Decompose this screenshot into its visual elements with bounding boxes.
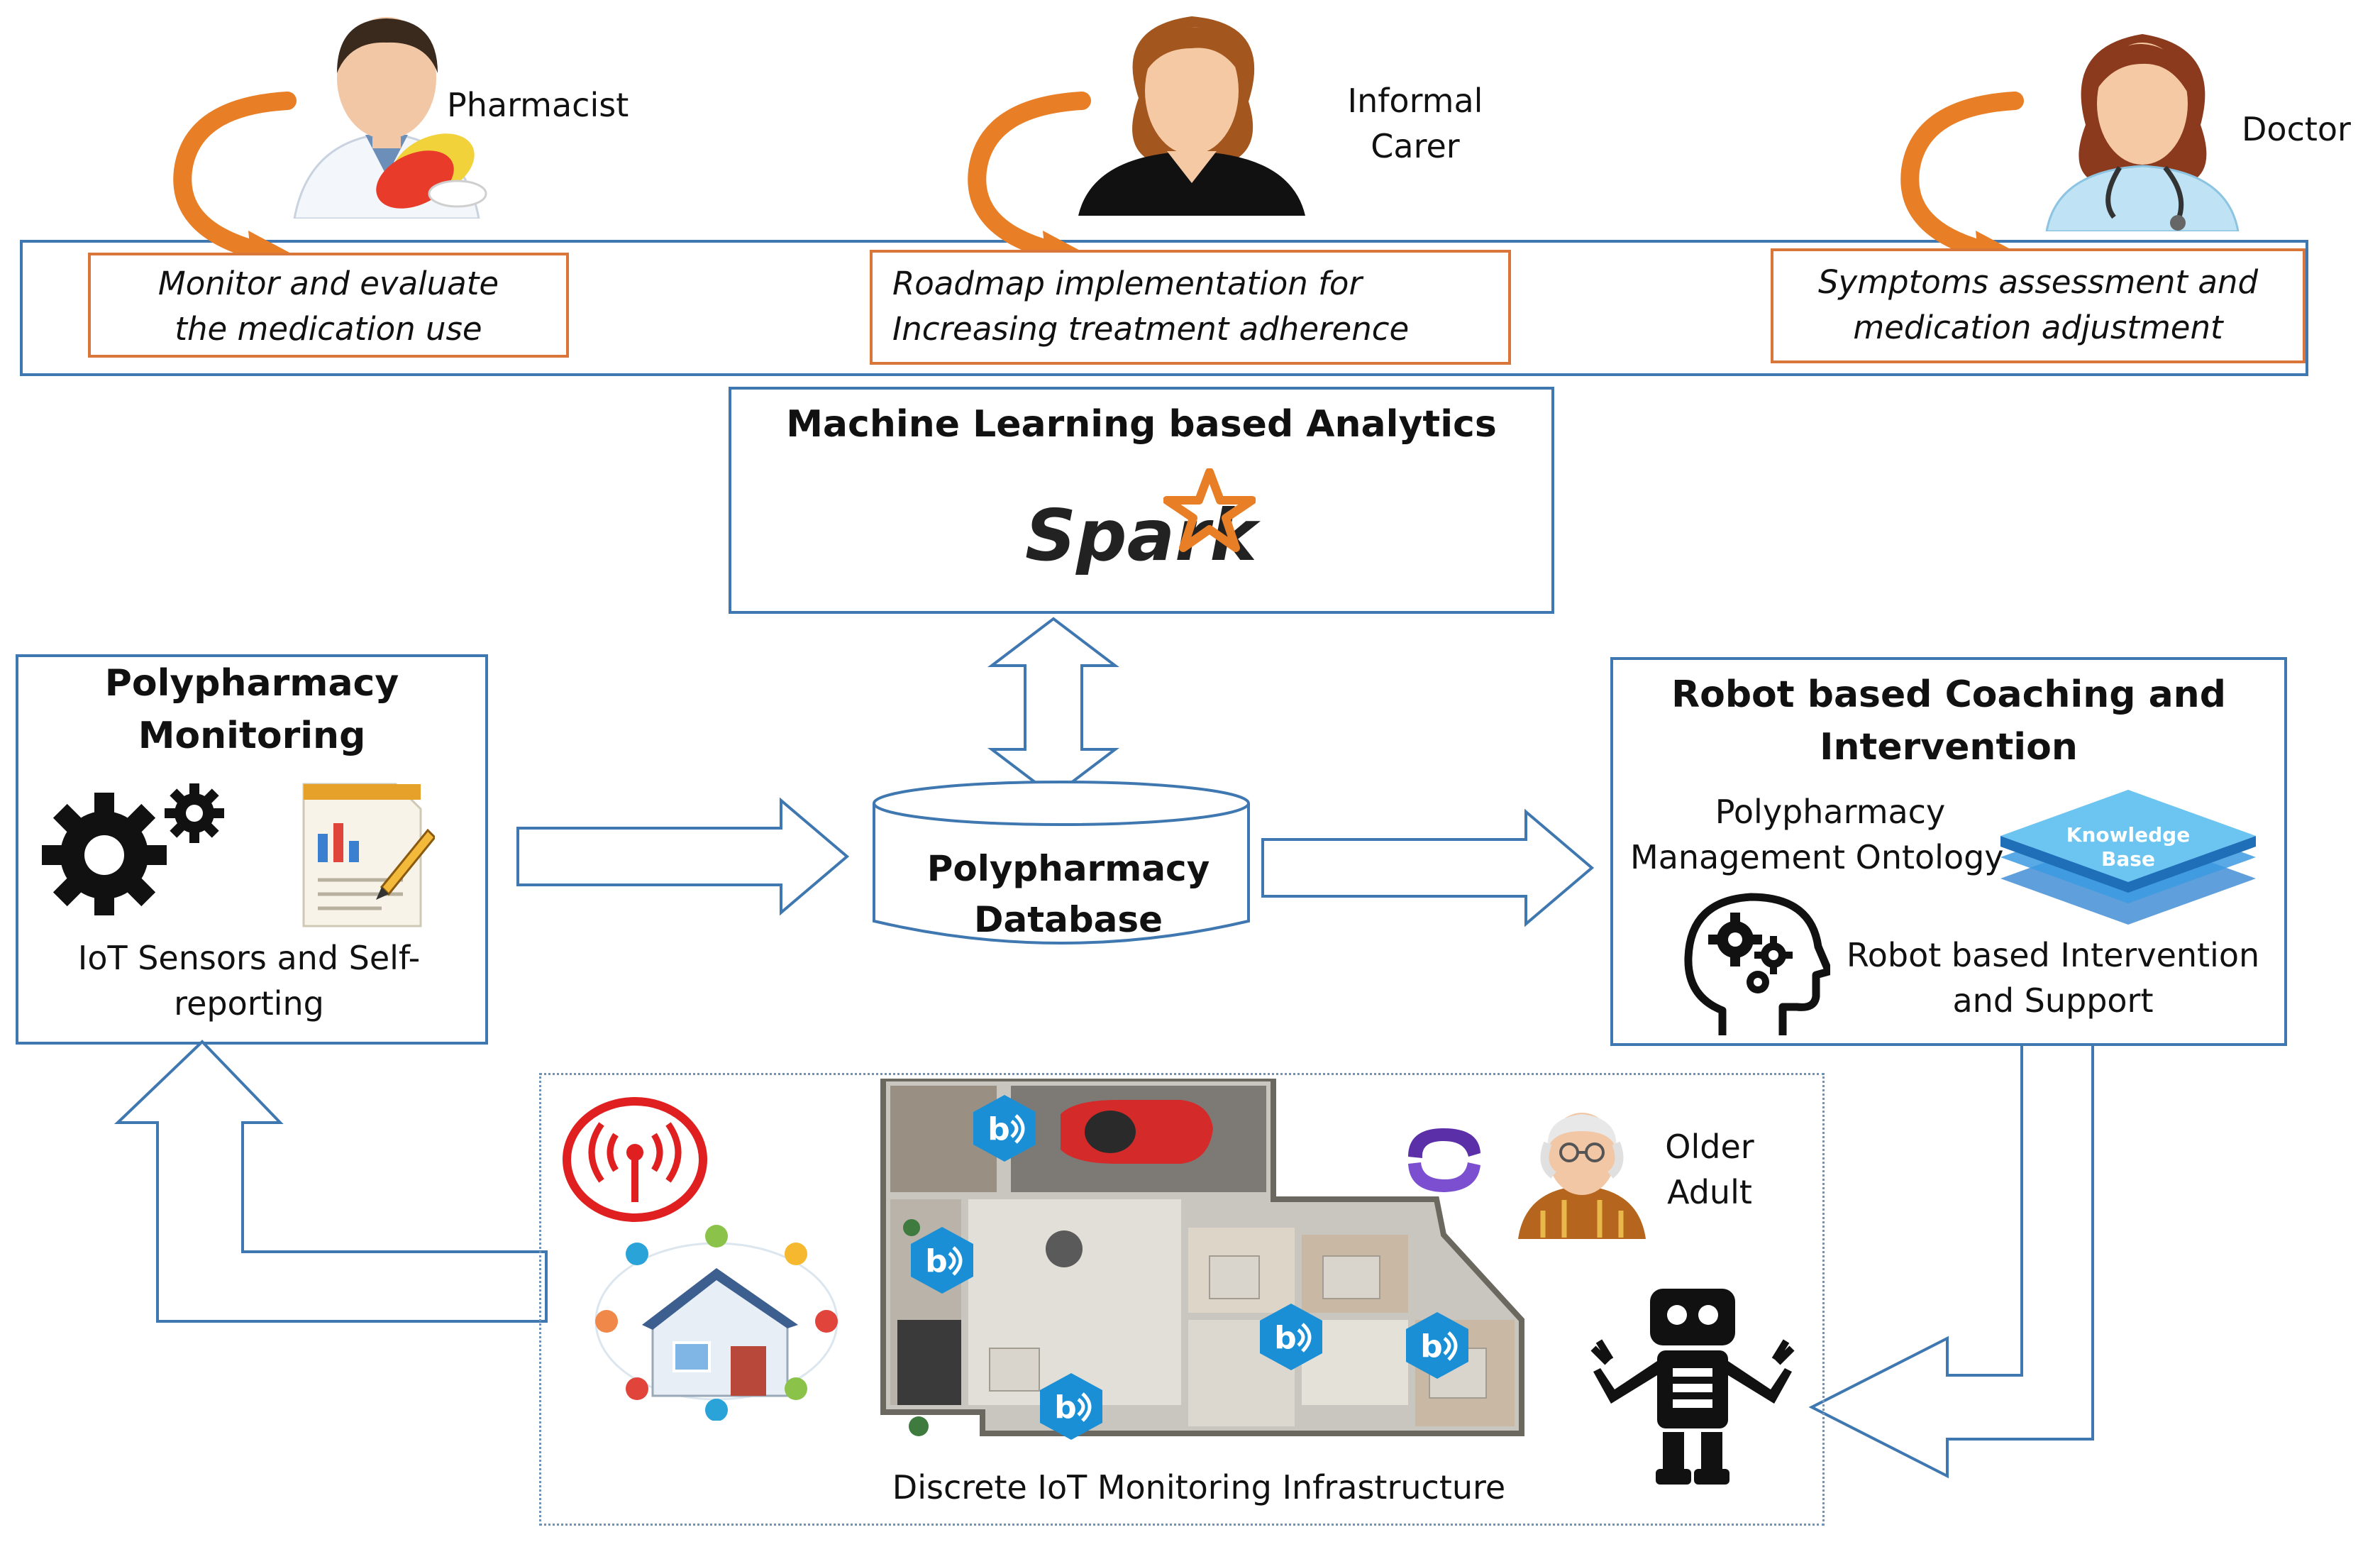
- robot-support-label-line2: and Support: [1952, 981, 2154, 1020]
- knowledge-base-label-line2: Base: [2101, 847, 2155, 871]
- monitoring-caption-line1: IoT Sensors and Self-: [77, 939, 421, 977]
- spark-star-icon: [1163, 468, 1256, 552]
- wearable-band-icon: [1408, 1128, 1480, 1192]
- robot-title-line2: Intervention: [1820, 726, 2078, 769]
- doctor-task-line2: medication adjustment: [1853, 309, 2223, 346]
- roles-banner: [20, 240, 2308, 376]
- arrow-database-to-robot: [1261, 808, 1595, 927]
- beacon-icon: b: [1406, 1312, 1468, 1379]
- gears-icon: [42, 783, 224, 915]
- arrow-coaching-to-robot: [1809, 1043, 2094, 1479]
- report-document-icon: [302, 783, 435, 927]
- arrow-monitoring-to-database: [516, 797, 850, 916]
- informal-carer-icon: [1078, 16, 1305, 216]
- infrastructure-box: [539, 1073, 1825, 1526]
- beacon-glyph: b: [1420, 1328, 1443, 1365]
- analytics-box: Machine Learning based Analytics: [729, 387, 1554, 614]
- double-arrow-analytics-database: [987, 617, 1119, 798]
- arrow-infrastructure-to-monitoring: [114, 1040, 548, 1323]
- beacon-icon: b: [973, 1095, 1036, 1162]
- robot-icon: [1590, 1289, 1795, 1485]
- older-adult-icon: [1518, 1113, 1646, 1239]
- beacon-icon: b: [1260, 1304, 1322, 1370]
- brain-gears-head-icon: [1684, 893, 1830, 1035]
- pharmacist-icon: [293, 17, 487, 219]
- knowledge-base-icon: [2000, 790, 2256, 925]
- beacon-glyph: b: [925, 1243, 948, 1279]
- beacon-icon: b: [911, 1227, 973, 1294]
- pharmacist-task-line1: Monitor and evaluate: [157, 265, 499, 302]
- doctor-label: Doctor: [2242, 110, 2351, 148]
- beacon-glyph: b: [1274, 1320, 1297, 1356]
- monitoring-title-line2: Monitoring: [138, 715, 366, 757]
- ontology-label-line2: Management Ontology: [1630, 838, 2004, 876]
- older-adult-label-line1: Older: [1665, 1128, 1754, 1166]
- monitoring-title-line1: Polypharmacy: [104, 662, 399, 705]
- beacon-glyph: b: [987, 1111, 1010, 1147]
- database-title-line1: Polypharmacy: [926, 848, 1210, 889]
- floor-plan-image: [880, 1079, 1524, 1436]
- smart-home-icon: [594, 1225, 838, 1421]
- beacon-glyph: b: [1054, 1389, 1077, 1426]
- knowledge-base-label-line1: Knowledge: [2066, 823, 2191, 847]
- pharmacist-task-box: Monitor and evaluate the medication use: [88, 253, 569, 358]
- informal-carer-task-line2: Increasing treatment adherence: [892, 310, 1410, 348]
- doctor-task-box: Symptoms assessment and medication adjus…: [1771, 248, 2306, 363]
- informal-carer-task-box: Roadmap implementation for Increasing tr…: [870, 250, 1511, 365]
- monitoring-caption-line2: reporting: [174, 984, 324, 1023]
- informal-carer-label-line1: Informal: [1347, 82, 1483, 120]
- robot-title-line1: Robot based Coaching and: [1671, 673, 2226, 716]
- beacon-icon: b: [1040, 1373, 1102, 1440]
- older-adult-label-line2: Adult: [1667, 1173, 1752, 1211]
- doctor-task-line1: Symptoms assessment and: [1817, 263, 2259, 301]
- pharmacist-label: Pharmacist: [447, 86, 629, 124]
- robot-coaching-box: Robot based Coaching and Intervention: [1610, 657, 2287, 1046]
- infrastructure-caption: Discrete IoT Monitoring Infrastructure: [892, 1468, 1506, 1507]
- doctor-icon: [2045, 34, 2240, 231]
- informal-carer-task-line1: Roadmap implementation for: [892, 265, 1362, 302]
- database-title-line2: Database: [973, 899, 1163, 940]
- analytics-title: Machine Learning based Analytics: [786, 403, 1497, 446]
- robot-support-label-line1: Robot based Intervention: [1846, 936, 2260, 974]
- database-cylinder-icon: [873, 781, 1250, 945]
- pharmacist-task-line2: the medication use: [175, 310, 482, 348]
- wifi-signal-icon: [563, 1097, 707, 1222]
- informal-carer-label-line2: Carer: [1371, 127, 1460, 165]
- ontology-label-line1: Polypharmacy: [1715, 793, 1946, 831]
